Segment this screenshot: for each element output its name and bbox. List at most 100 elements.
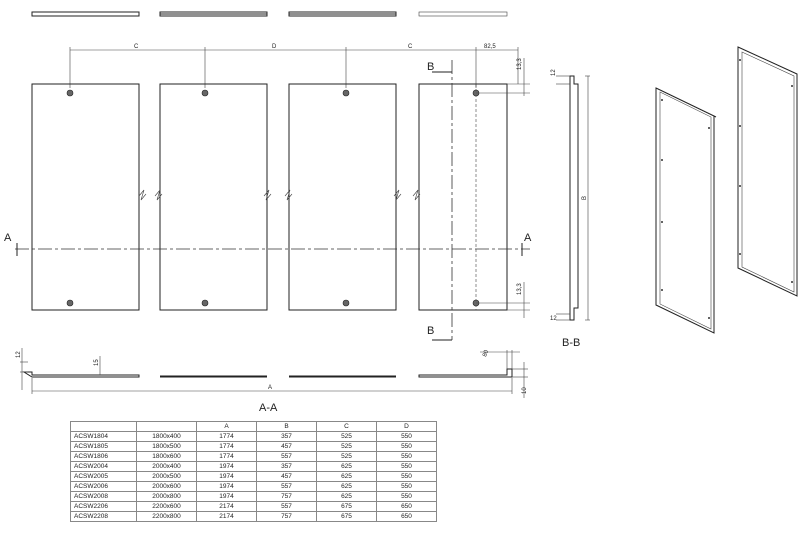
section-b-top: B <box>427 61 434 73</box>
table-cell: ACSW2004 <box>70 461 137 472</box>
table-cell: 1800x400 <box>136 431 197 442</box>
dim-bb-top: 12 <box>551 69 557 76</box>
isometric-panels <box>655 46 798 334</box>
panel-4 <box>418 83 508 311</box>
table-cell: 357 <box>256 431 317 442</box>
section-b-bottom: B <box>427 325 434 337</box>
table-cell: 650 <box>376 511 437 522</box>
dim-aa-a: A <box>268 385 272 391</box>
table-cell: 525 <box>316 441 377 452</box>
top-dimension-chain: C D C 82,5 <box>69 44 519 88</box>
table-cell: 357 <box>256 461 317 472</box>
table-cell: 625 <box>316 491 377 502</box>
dim-13-3-top: 13,3 <box>517 58 523 70</box>
dim-d-label: D <box>272 44 277 50</box>
table-cell: 550 <box>376 461 437 472</box>
table-cell: 525 <box>316 451 377 462</box>
table-cell: 1774 <box>196 441 257 452</box>
panel-2 <box>159 83 268 311</box>
table-cell: 757 <box>256 491 317 502</box>
table-cell: 2174 <box>196 501 257 512</box>
section-aa: 12 15 80 10 A A-A <box>16 348 528 414</box>
dim-aa-12: 12 <box>16 351 22 358</box>
table-cell: 2000x400 <box>136 461 197 472</box>
table-header-row: A B C D <box>70 421 437 432</box>
table-cell: 1974 <box>196 491 257 502</box>
table-cell: 625 <box>316 471 377 482</box>
top-view-strips <box>31 11 508 17</box>
table-cell: 2174 <box>196 511 257 522</box>
table-cell: 2200x800 <box>136 511 197 522</box>
table-header-cell: C <box>316 421 377 432</box>
dim-82-5-label: 82,5 <box>484 44 496 50</box>
table-cell: 525 <box>316 431 377 442</box>
table-cell: 1974 <box>196 481 257 492</box>
table-header-cell: A <box>196 421 257 432</box>
table-cell: 557 <box>256 501 317 512</box>
table-cell: 2000x600 <box>136 481 197 492</box>
table-cell: 557 <box>256 481 317 492</box>
table-header-cell: D <box>376 421 437 432</box>
table-cell: 550 <box>376 471 437 482</box>
table-cell: 1800x500 <box>136 441 197 452</box>
table-cell: 625 <box>316 481 377 492</box>
front-view: A A B B 13,3 13,3 <box>4 58 532 341</box>
dim-c-label-2: C <box>408 44 413 50</box>
table-cell: 550 <box>376 481 437 492</box>
table-cell: 625 <box>316 461 377 472</box>
dim-aa-15: 15 <box>94 359 100 366</box>
table-cell: ACSW2008 <box>70 491 137 502</box>
table-cell: 2200x600 <box>136 501 197 512</box>
panel-3 <box>288 83 397 311</box>
table-cell: ACSW1806 <box>70 451 137 462</box>
table-cell: 2000x800 <box>136 491 197 502</box>
view-aa-label: A-A <box>259 402 278 414</box>
dim-aa-10: 10 <box>522 387 528 394</box>
dim-c-label-1: C <box>134 44 139 50</box>
table-cell: 757 <box>256 511 317 522</box>
table-cell: 675 <box>316 501 377 512</box>
table-header-cell <box>136 421 197 432</box>
table-cell: ACSW2005 <box>70 471 137 482</box>
section-a-right: A <box>524 232 532 244</box>
table-cell: ACSW2206 <box>70 501 137 512</box>
table-cell: 550 <box>376 491 437 502</box>
table-cell: 1800x600 <box>136 451 197 462</box>
table-cell: 675 <box>316 511 377 522</box>
table-header-cell <box>70 421 137 432</box>
section-bb: 12 B 12 B-B <box>550 69 590 349</box>
dim-bb-bottom: 12 <box>550 316 557 322</box>
section-a-left: A <box>4 232 12 244</box>
table-header-cell: B <box>256 421 317 432</box>
table-cell: 2000x500 <box>136 471 197 482</box>
table-cell: 457 <box>256 441 317 452</box>
table-cell: ACSW2006 <box>70 481 137 492</box>
table-cell: 550 <box>376 441 437 452</box>
dim-13-3-bottom: 13,3 <box>517 283 523 295</box>
table-cell: 1974 <box>196 461 257 472</box>
table-cell: 550 <box>376 431 437 442</box>
dim-aa-80: 80 <box>482 349 490 358</box>
table-cell: ACSW2208 <box>70 511 137 522</box>
table-cell: 1774 <box>196 431 257 442</box>
table-cell: 457 <box>256 471 317 482</box>
table-cell: 550 <box>376 451 437 462</box>
dim-bb-b: B <box>582 196 588 200</box>
view-bb-label: B-B <box>562 337 580 349</box>
table-cell: ACSW1804 <box>70 431 137 442</box>
table-cell: ACSW1805 <box>70 441 137 452</box>
table-cell: 1774 <box>196 451 257 462</box>
table-cell: 650 <box>376 501 437 512</box>
table-cell: 557 <box>256 451 317 462</box>
